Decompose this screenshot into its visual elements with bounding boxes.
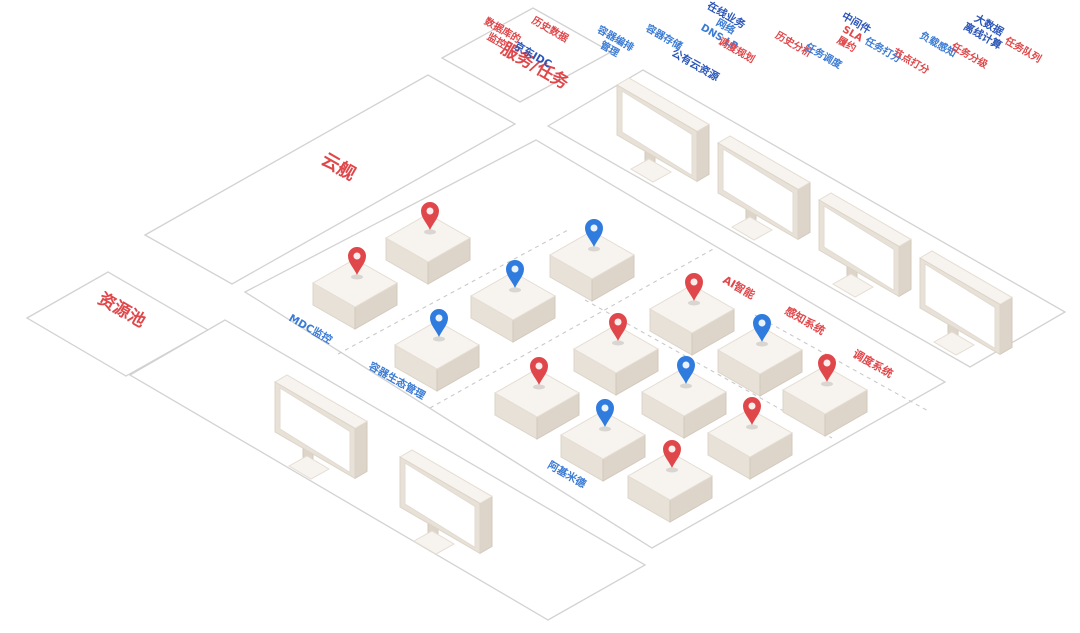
cube-scheduling-planning-pin [530,357,548,390]
monitor-big-data-label: 大数据离线计算 [961,9,1011,52]
cube-container-storage-pin [506,260,524,293]
cube-container-orchestration-pin [430,309,448,342]
cube-task-scoring-pin [677,356,695,389]
resource-pool-region [128,319,647,621]
cube-sla: SLA履约 [648,24,864,356]
cube-db-monitoring-pin [348,247,366,280]
cube-sla-pin [685,273,703,306]
cube-history-analysis-pin [609,313,627,346]
service-task-region [440,7,613,103]
monitor-online-business: 在线业务 [616,0,748,183]
cube-db-monitoring: 数据库的监控 [311,14,523,330]
cube-scheduling-planning-label: 调度规划 [716,34,757,65]
monitor-serverless: Serverless应用 [919,250,1013,356]
cloud-ship-region [143,74,517,285]
cube-task-queue-label: 任务队列 [1002,33,1044,65]
cube-history-data-pin [421,202,439,235]
divider-container [429,247,716,409]
cube-task-queue-pin [818,354,836,387]
cube-node-scoring-pin [663,440,681,473]
cube-task-grading: 任务分级 [706,39,991,480]
cube-container-storage: 容器存储 [469,21,685,343]
cube-container-storage-label: 容器存储 [643,21,685,53]
monitor-middleware: 中间件 [717,9,874,241]
cube-load-perception-pin [753,314,771,347]
cube-network-dns-lb-pin [585,219,603,252]
divider-mdc [337,229,569,355]
monitor-big-data: 大数据离线计算 [818,9,1011,298]
cube-task-scheduling-pin [596,399,614,432]
cube-task-grading-pin [743,397,761,430]
divider-perception [754,314,931,413]
